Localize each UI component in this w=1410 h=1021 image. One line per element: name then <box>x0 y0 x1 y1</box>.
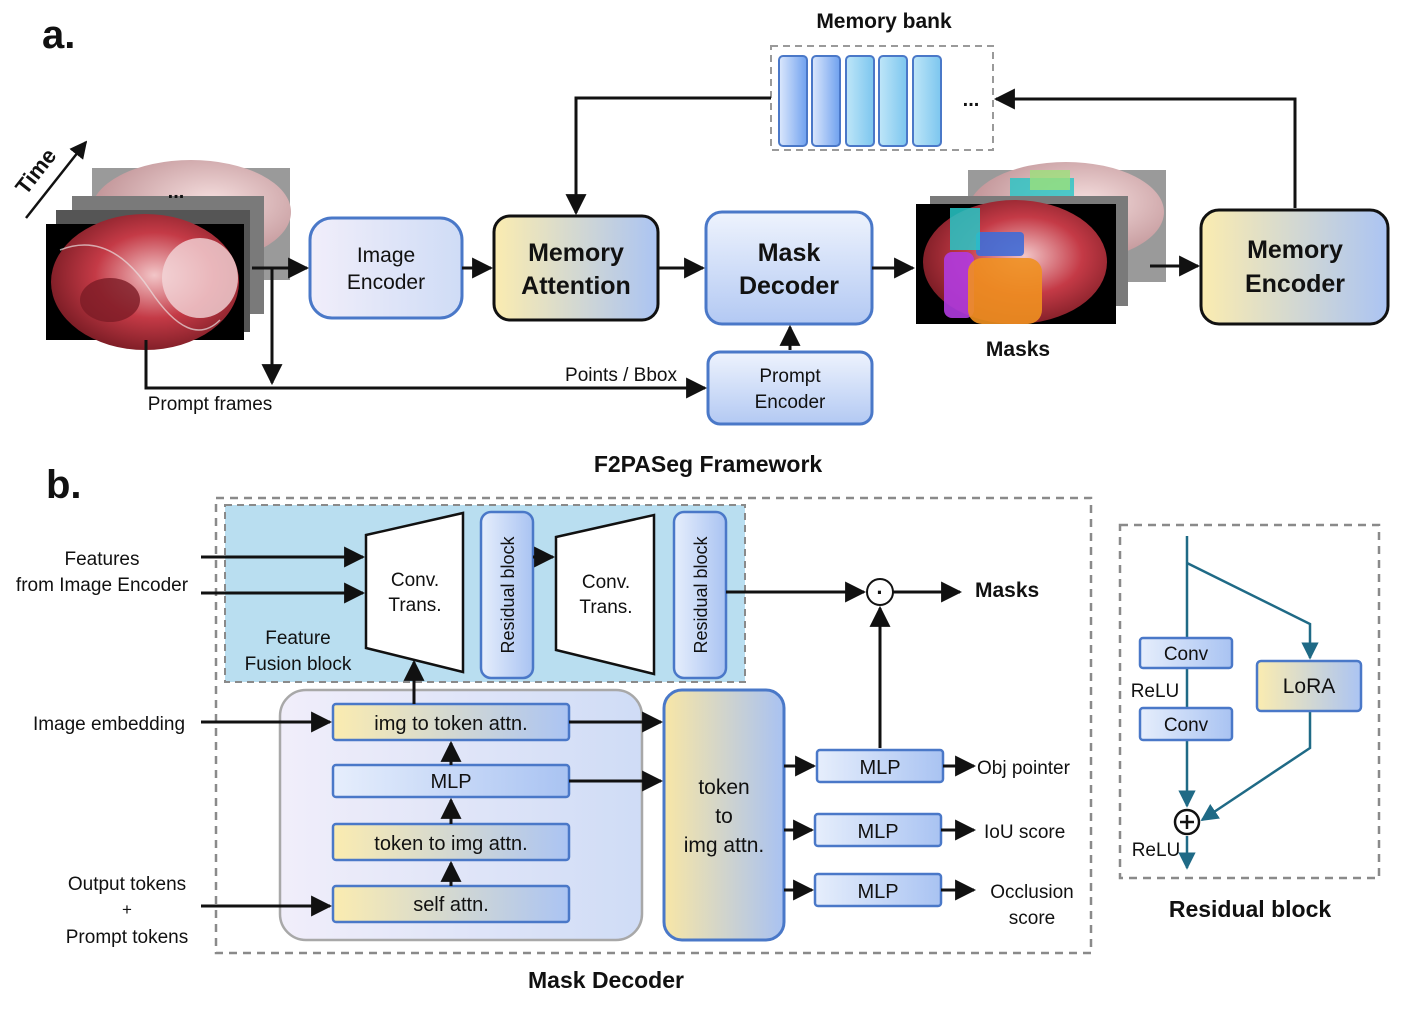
prompt-encoder-line2: Encoder <box>755 392 826 413</box>
masks-label: Masks <box>986 338 1050 361</box>
res-conv1-box <box>1138 636 1234 670</box>
residual-detail-arrows <box>1178 536 1319 870</box>
memory-bank-title: Memory bank <box>816 10 952 33</box>
lora-label: LoRA <box>1283 675 1336 698</box>
mask-decoder-box <box>704 210 874 326</box>
res-conv2-box <box>1138 706 1234 742</box>
conv-trans-2 <box>554 513 656 676</box>
time-arrow <box>25 140 88 219</box>
feature-fusion-line2: Fusion block <box>245 654 352 675</box>
conv-trans-1 <box>364 511 465 674</box>
occlusion-line2: score <box>1009 908 1055 929</box>
memory-encoder-line2: Encoder <box>1245 270 1345 298</box>
input-frames-stack <box>46 160 291 350</box>
panel-b-arrows <box>201 546 977 917</box>
framework-title: F2PASeg Framework <box>594 451 823 477</box>
residual-block-1-label: Residual block <box>498 535 518 653</box>
residual-detail-frame <box>1118 523 1381 880</box>
conv-trans-2-line2: Trans. <box>579 597 632 618</box>
token-to-img-attn-label: token to img attn. <box>374 833 527 855</box>
features-line1: Features <box>65 549 140 570</box>
image-encoder-box <box>308 216 464 320</box>
mask-decoder-title: Mask Decoder <box>528 967 684 993</box>
output-tokens-line2: Prompt tokens <box>66 927 189 948</box>
lora-box <box>1255 659 1363 713</box>
conv-trans-2-line1: Conv. <box>582 572 630 593</box>
mlp-occlusion-label: MLP <box>857 881 898 903</box>
panel-a-arrows <box>144 88 1297 399</box>
image-encoder-line2: Encoder <box>347 271 425 294</box>
time-label: Time <box>10 144 61 200</box>
mask-decoder-line1: Mask <box>758 239 821 267</box>
points-bbox-label: Points / Bbox <box>565 365 677 386</box>
mlp-inner-label: MLP <box>430 771 471 793</box>
panel-b-label: b. <box>46 463 82 507</box>
img-to-token-attn-label: img to token attn. <box>374 713 527 735</box>
res-conv2-label: Conv <box>1164 715 1209 736</box>
memory-bank-ellipsis: ... <box>963 89 980 111</box>
prompt-encoder-line1: Prompt <box>759 366 821 387</box>
mask-decoder-frame <box>214 496 1093 955</box>
feature-fusion-line1: Feature <box>265 628 330 649</box>
mask-decoder-line2: Decoder <box>739 272 839 300</box>
residual-detail-title: Residual block <box>1169 896 1332 922</box>
memory-attention-line1: Memory <box>528 239 624 267</box>
memory-attention-box <box>492 214 660 322</box>
masks-out-label: Masks <box>975 579 1039 602</box>
image-encoder-line1: Image <box>357 244 415 267</box>
token-to-img-attn-large-box <box>662 688 786 942</box>
big-token-line3: img attn. <box>684 834 765 857</box>
memory-bank-slots <box>778 55 942 147</box>
res-relu1-label: ReLU <box>1131 681 1180 702</box>
panel-a-label: a. <box>42 13 75 57</box>
frames-ellipsis: ... <box>168 181 185 203</box>
mlp-obj-label: MLP <box>859 757 900 779</box>
memory-encoder-box <box>1199 208 1390 326</box>
residual-block-2-label: Residual block <box>691 535 711 653</box>
memory-attention-line2: Attention <box>521 272 631 300</box>
res-conv1-label: Conv <box>1164 644 1209 665</box>
prompt-encoder-box <box>706 350 874 426</box>
memory-encoder-line1: Memory <box>1247 236 1343 264</box>
iou-score-label: IoU score <box>984 822 1065 843</box>
masks-stack <box>916 162 1166 324</box>
mlp-iou-label: MLP <box>857 821 898 843</box>
big-token-line1: token <box>698 776 749 799</box>
big-token-line2: to <box>715 805 733 828</box>
occlusion-line1: Occlusion <box>990 882 1073 903</box>
residual-block-1 <box>479 510 535 680</box>
res-relu2-label: ReLU <box>1132 840 1181 861</box>
self-attn-label: self attn. <box>413 894 489 916</box>
obj-pointer-label: Obj pointer <box>977 758 1071 779</box>
output-tokens-plus: + <box>122 900 132 919</box>
conv-trans-1-line2: Trans. <box>388 595 441 616</box>
output-tokens-line1: Output tokens <box>68 874 186 895</box>
prompt-frames-label: Prompt frames <box>148 394 273 415</box>
residual-block-2 <box>672 510 728 680</box>
dot-symbol: · <box>876 580 883 605</box>
image-embedding-label: Image embedding <box>33 714 185 735</box>
conv-trans-1-line1: Conv. <box>391 570 439 591</box>
features-line2: from Image Encoder <box>16 575 189 596</box>
